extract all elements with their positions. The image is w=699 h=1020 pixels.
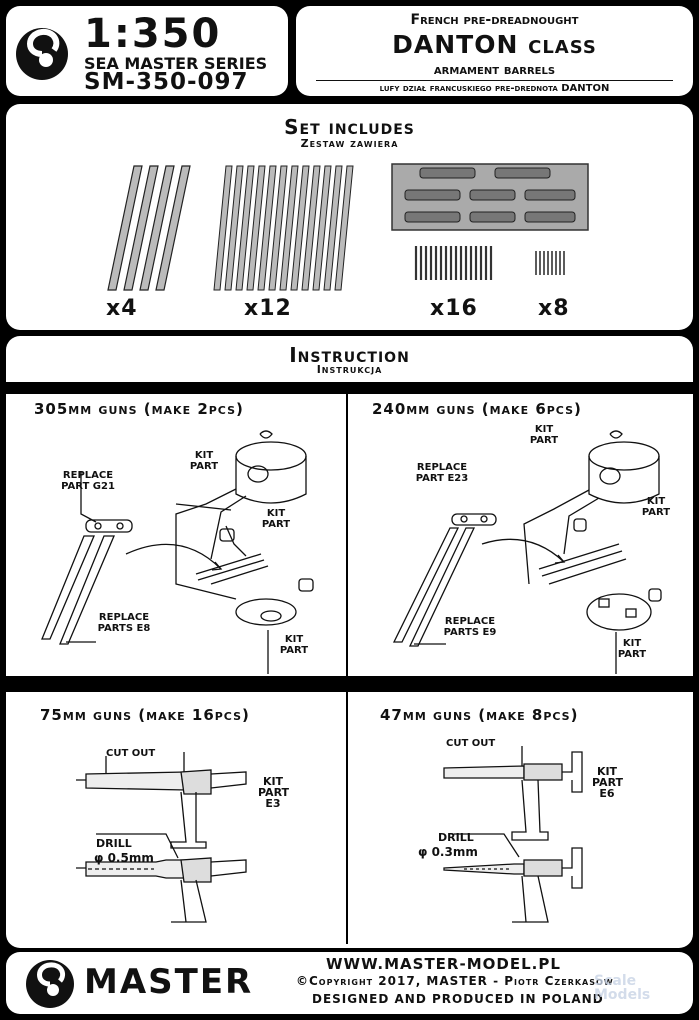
header-title: DANTON class: [392, 30, 597, 59]
gun-305-label-replace-g21: REPLACE PART G21: [61, 470, 115, 492]
instruction-panel: Instruction Instrukcja 305mm guns (make …: [6, 336, 693, 948]
master-logo-icon: [16, 28, 68, 80]
barrels-240-image: [213, 165, 354, 291]
gun-75-label-drill-size: φ 0.5mm: [94, 851, 154, 865]
instruction-divider-middle: [6, 676, 693, 692]
header-item: armament barrels: [433, 62, 556, 78]
instruction-title: Instruction: [289, 343, 410, 367]
barrels-47-image: [535, 251, 565, 275]
footer-produced: DESIGNED AND PRODUCED IN POLAND: [312, 992, 604, 1006]
header-polish: lufy dział francuskiego pre-drednota DAN…: [379, 83, 610, 94]
header-divider: [316, 80, 673, 81]
set-includes-title: Set includes: [284, 115, 415, 139]
footer-copyright: ©Copyright 2017, MASTER - Piotr Czerkaso…: [296, 974, 614, 988]
gun-305-label-kit-part-turret: KIT PART: [189, 450, 219, 472]
gun-47-title: 47mm guns (make 8pcs): [380, 706, 579, 724]
gun-47-label-drill-size: φ 0.3mm: [418, 845, 478, 859]
gun-240-title: 240mm guns (make 6pcs): [372, 400, 582, 418]
barrels-305-image: [107, 165, 191, 291]
gun-240-diagram: [392, 430, 662, 674]
barrels-75-image: [414, 246, 493, 280]
qty-x8: x8: [538, 296, 570, 321]
series-label: SEA MASTER SERIES: [84, 54, 268, 73]
gun-305-title: 305mm guns (make 2pcs): [34, 400, 244, 418]
footer-website: WWW.MASTER-MODEL.PL: [326, 955, 561, 973]
qty-x12: x12: [244, 296, 292, 321]
gun-75-diagram: [76, 752, 247, 923]
gun-75-label-cut-out: CUT OUT: [106, 748, 156, 759]
gun-47-diagram: [443, 746, 583, 923]
footer-panel: MASTER WWW.MASTER-MODEL.PL ©Copyright 20…: [6, 952, 693, 1014]
instruction-subtitle: Instrukcja: [316, 363, 383, 376]
instruction-divider-vertical: [346, 394, 348, 944]
qty-x4: x4: [106, 296, 138, 321]
gun-75-label-drill: DRILL: [96, 837, 132, 850]
set-includes-panel: Set includes Zestaw zawiera: [6, 104, 693, 330]
master-brand-logo-icon: [26, 960, 74, 1008]
set-includes-subtitle: Zestaw zawiera: [300, 137, 399, 150]
header-left-panel: 1:350 SEA MASTER SERIES SM-350-097: [6, 6, 288, 96]
gun-240-label-kit-part-base: KIT PART: [617, 638, 647, 660]
qty-x16: x16: [430, 296, 478, 321]
gun-47-label-cut-out: CUT OUT: [446, 738, 496, 749]
watermark: Scale Models: [594, 973, 651, 1003]
gun-305-label-kit-part-mount: KIT PART: [261, 508, 291, 530]
brand-name: MASTER: [84, 962, 254, 1002]
instruction-divider-top: [6, 382, 693, 394]
gun-240-label-kit-part-mount: KIT PART: [641, 496, 671, 518]
gun-75-title: 75mm guns (make 16pcs): [40, 706, 250, 724]
gun-305-label-kit-part-base: KIT PART: [279, 634, 309, 656]
header-subtitle: French pre-dreadnought: [410, 12, 579, 28]
gun-240-label-kit-part-turret: KIT PART: [529, 424, 559, 446]
gun-305-diagram: [41, 430, 314, 674]
scale-label: 1:350: [84, 11, 222, 57]
gun-47-label-kit-part: KIT PART E6: [592, 765, 624, 800]
product-code: SM-350-097: [84, 69, 249, 95]
gun-305-label-replace-e8: REPLACE PARTS E8: [97, 612, 151, 634]
header-right-panel: French pre-dreadnought DANTON class arma…: [296, 6, 693, 96]
gun-240-label-replace-e9: REPLACE PARTS E9: [443, 616, 497, 638]
gun-240-label-replace-e23: REPLACE PART E23: [415, 462, 469, 484]
gun-75-label-kit-part: KIT PART E3: [258, 775, 290, 810]
gun-47-label-drill: DRILL: [438, 831, 474, 844]
photoetch-fret-image: [391, 163, 589, 231]
